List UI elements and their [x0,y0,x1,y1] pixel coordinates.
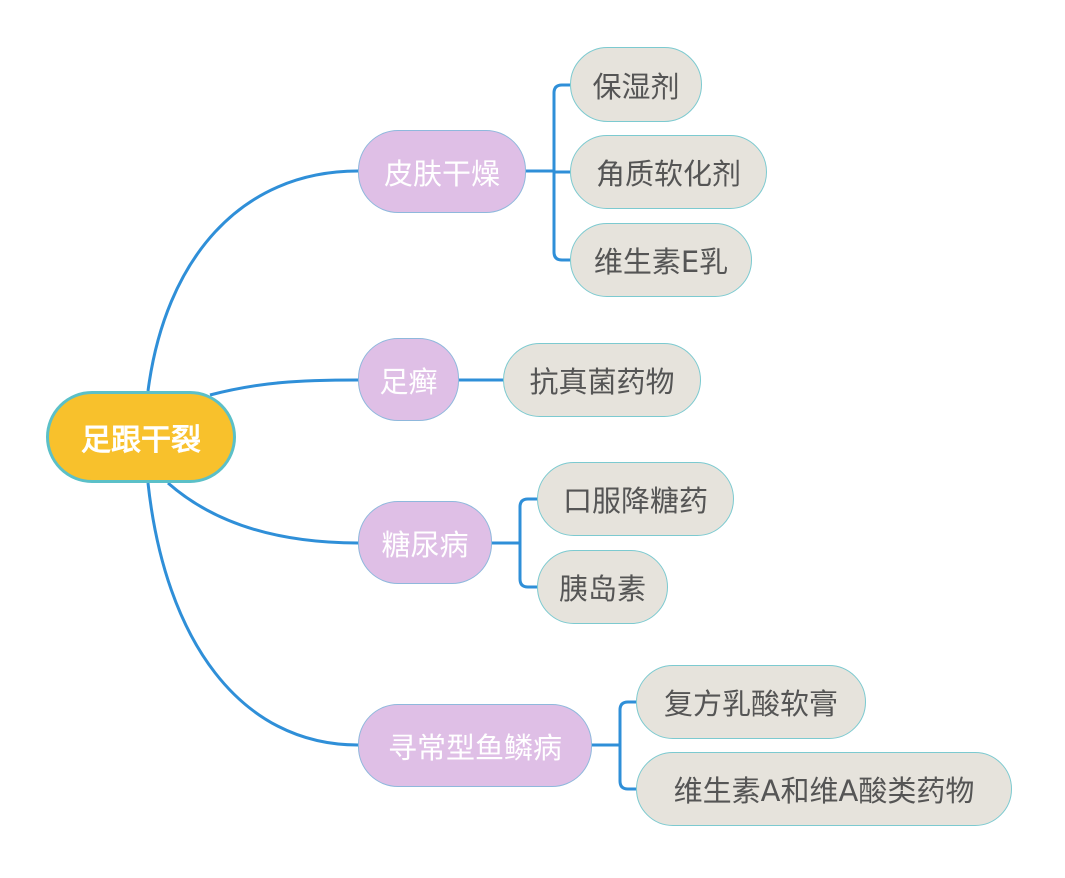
connector-branch-3-leaves [592,700,636,791]
branch-node[interactable]: 皮肤干燥 [358,130,526,213]
branch-node[interactable]: 寻常型鱼鳞病 [358,704,592,787]
connector-root-branch-1 [209,378,359,397]
leaf-node[interactable]: 胰岛素 [537,550,668,624]
leaf-node[interactable]: 抗真菌药物 [503,343,701,417]
leaf-node[interactable]: 维生素E乳 [570,223,752,297]
leaf-node[interactable]: 角质软化剂 [570,135,767,209]
connector-root-branch-0 [146,169,359,392]
root-node[interactable]: 足跟干裂 [46,391,236,483]
leaf-node[interactable]: 维生素A和维A酸类药物 [636,752,1012,826]
connector-root-branch-3 [146,482,359,747]
branch-node[interactable]: 糖尿病 [358,501,492,584]
leaf-node[interactable]: 口服降糖药 [537,462,734,536]
branch-node[interactable]: 足癣 [358,338,459,421]
leaf-node[interactable]: 复方乳酸软膏 [636,665,866,739]
leaf-node[interactable]: 保湿剂 [570,47,702,122]
connector-branch-2-leaves [492,497,537,589]
connector-root-branch-2 [167,481,359,545]
connector-branch-0-leaves [526,83,570,262]
